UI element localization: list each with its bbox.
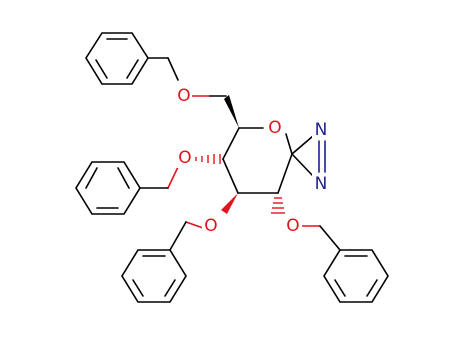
bond-c1-c2 <box>277 153 293 194</box>
bond-ch2-ringC <box>169 221 187 251</box>
atom-o-ch2: O <box>177 86 190 106</box>
bond-o-ring-c1 <box>285 133 293 155</box>
atom-o-c4: O <box>178 148 191 168</box>
hash-c4-o <box>195 154 221 164</box>
bond-c4-c5 <box>222 127 240 160</box>
phenyl-ring-b <box>75 161 141 215</box>
bond-ch2-o-a <box>167 57 179 81</box>
bond-o-c4-ch2 <box>167 166 179 189</box>
bond-ch2-ringD <box>319 225 341 251</box>
wedge-c3-o <box>221 193 238 214</box>
phenyl-ring-a <box>85 32 149 85</box>
atom-o-c3: O <box>204 216 217 236</box>
atom-n-bottom: N <box>315 174 328 194</box>
bond-c3-c4 <box>222 158 239 194</box>
hash-c2-o <box>271 197 285 214</box>
bond-c1-n-top <box>291 135 314 155</box>
atom-o-ring: O <box>268 118 281 138</box>
phenyl-ring-c <box>121 249 187 303</box>
atom-n-top: N <box>315 120 328 140</box>
wedge-c5-ch2 <box>224 95 239 128</box>
bond-c1-n-bottom <box>291 153 314 177</box>
phenyl-ring-d <box>323 249 389 303</box>
atom-o-c2: O <box>286 216 299 236</box>
